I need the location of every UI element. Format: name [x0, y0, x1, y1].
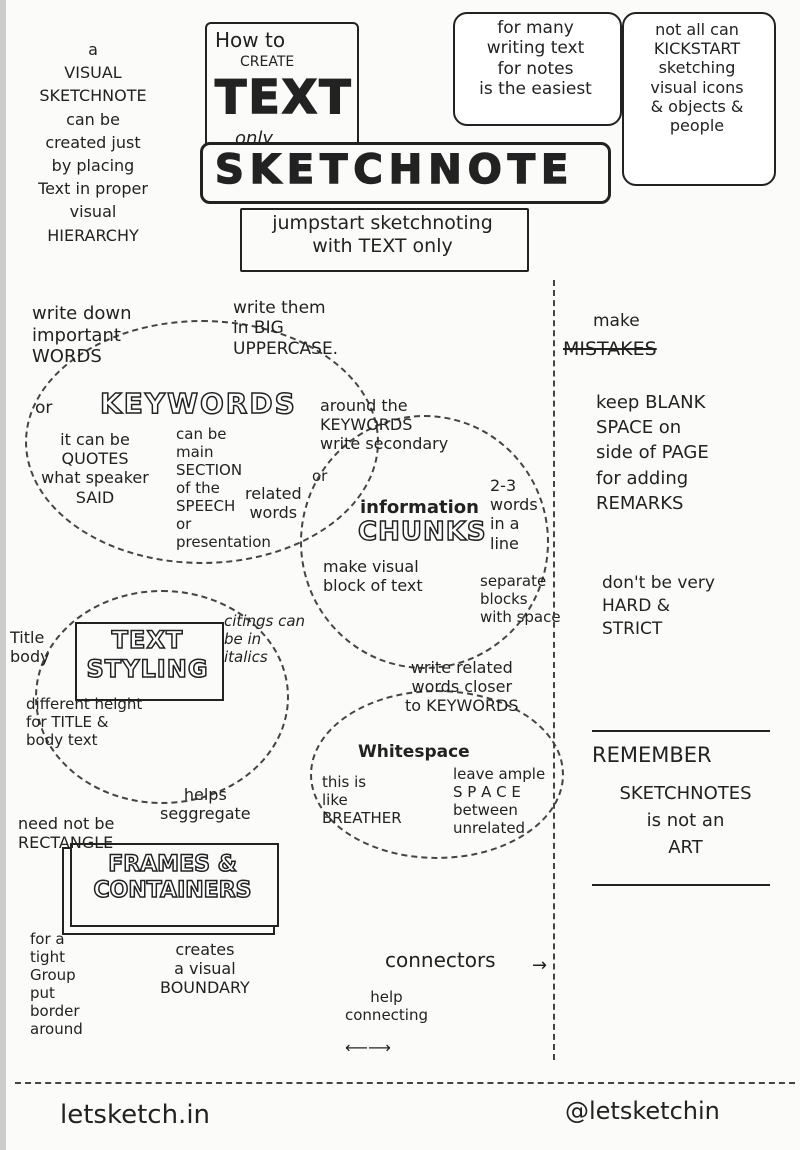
speech-bubble-1 — [453, 12, 622, 126]
closer-note: write related words closer to KEYWORDS — [405, 658, 519, 716]
chunks-heading-2: CHUNKS — [357, 516, 487, 548]
sketchnote-frame — [200, 142, 611, 204]
separate-note: separate blocks with space — [480, 572, 561, 626]
write-down-note: write down important WORDS — [32, 303, 132, 368]
write-big-note: write them in BIG UPPERCASE. — [233, 298, 339, 359]
intro-text: a VISUAL SKETCHNOTE can be created just … — [38, 40, 148, 245]
citings-note: citings can be in italics — [224, 612, 306, 666]
side-divider — [553, 280, 555, 1060]
rectangle-note: need not be RECTANGLE — [18, 814, 115, 853]
remember-bottom-line — [592, 884, 770, 886]
breather-note: this is like BREATHER — [322, 773, 402, 827]
styling-heading: TEXT STYLING — [86, 625, 209, 683]
connectors-heading: connectors — [385, 948, 496, 972]
arrow-right-icon: → — [532, 955, 548, 976]
styling-cloud — [35, 590, 289, 804]
title-text: TEXT — [214, 69, 353, 125]
quotes-note: it can be QUOTES what speaker SAID — [41, 430, 149, 507]
whitespace-cloud — [310, 690, 564, 859]
whitespace-heading: Whitespace — [358, 742, 470, 762]
tight-group-note: for a tight Group put border around — [30, 930, 83, 1038]
keywords-heading: KEYWORDS — [99, 386, 297, 420]
related-note: related words — [245, 484, 302, 523]
section-note: can be main SECTION of the SPEECH or pre… — [176, 425, 271, 551]
not-art-note: SKETCHNOTES is not an ART — [619, 783, 752, 858]
remember-top-line — [592, 730, 770, 732]
frames-heading: FRAMES & CONTAINERS — [93, 851, 253, 904]
title-how-to: How to — [215, 28, 286, 52]
words-note: 2-3 words in a line — [490, 476, 538, 553]
make-label: make — [593, 311, 640, 331]
bubble-2-text: not all can KICKSTART sketching visual i… — [650, 20, 744, 135]
frames-box — [70, 843, 279, 927]
blank-space-note: keep BLANK SPACE on side of PAGE for add… — [596, 392, 709, 514]
footer-handle[interactable]: @letsketchin — [565, 1097, 720, 1125]
footer-divider — [15, 1082, 795, 1084]
boundary-note: creates a visual BOUNDARY — [160, 940, 250, 998]
helps-note: helps seggregate — [160, 785, 251, 824]
title-body-note: Title body — [10, 628, 50, 667]
remember-label: REMEMBER — [592, 743, 712, 767]
chunks-cloud — [300, 415, 549, 669]
speech-bubble-2 — [622, 12, 776, 186]
bubble-1-text: for many writing text for notes is the e… — [479, 18, 592, 100]
footer-site[interactable]: letsketch.in — [60, 1100, 211, 1130]
dont-be-strict-note: don't be very HARD & STRICT — [602, 573, 715, 639]
title-sketchnote: SKETCHNOTE — [214, 146, 575, 194]
help-note: help connecting — [345, 988, 428, 1024]
or-label: or — [35, 398, 53, 418]
title-create: CREATE — [240, 54, 295, 70]
mistakes-label: MISTAKES — [563, 338, 657, 360]
double-arrow-icon: ⟵⟶ — [345, 1038, 391, 1057]
around-note: around the KEYWORDS write secondary — [320, 396, 449, 454]
chunks-heading-1: information — [360, 497, 479, 518]
ribbon-text: jumpstart sketchnoting with TEXT only — [272, 212, 493, 257]
ample-note: leave ample S P A C E between unrelated — [453, 765, 546, 837]
height-note: different height for TITLE & body text — [26, 695, 143, 749]
page-edge — [0, 0, 6, 1150]
ribbon-banner — [240, 208, 529, 272]
styling-frame — [75, 622, 224, 701]
block-note: make visual block of text — [323, 557, 423, 596]
